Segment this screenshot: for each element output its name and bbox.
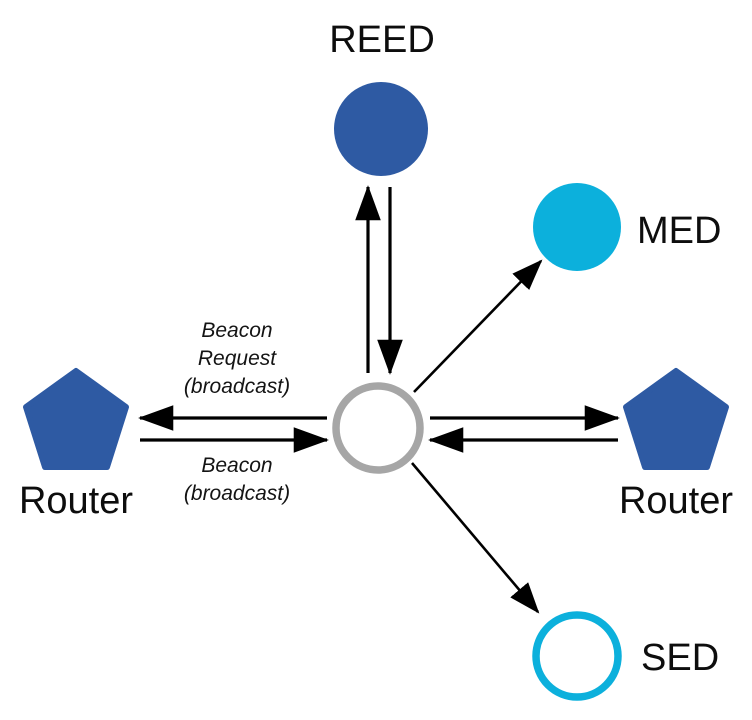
node-reed[interactable] <box>334 82 428 176</box>
edge-label-beacon-request: Beacon Request (broadcast) <box>184 319 290 398</box>
node-label-sed: SED <box>641 637 719 679</box>
edge-label-beacon-request-line-2: Request <box>198 347 277 370</box>
node-sed[interactable] <box>532 611 622 701</box>
edge-label-beacon-line-1: Beacon <box>201 454 272 477</box>
node-label-reed: REED <box>329 19 435 61</box>
edge-label-beacon-request-line-3: (broadcast) <box>184 375 290 398</box>
node-label-med: MED <box>637 210 721 252</box>
node-center[interactable] <box>332 382 424 474</box>
edge-label-beacon: Beacon (broadcast) <box>184 454 290 505</box>
edge-center-to-med <box>413 259 543 393</box>
edge-label-beacon-line-2: (broadcast) <box>184 482 290 505</box>
node-label-router-right: Router <box>619 480 733 522</box>
edge-label-beacon-request-line-1: Beacon <box>201 319 272 342</box>
node-router-left[interactable] <box>23 368 129 470</box>
node-label-router-left: Router <box>19 480 133 522</box>
node-router-right[interactable] <box>623 368 729 470</box>
edge-center-to-sed <box>411 462 540 614</box>
node-med[interactable] <box>533 183 621 271</box>
